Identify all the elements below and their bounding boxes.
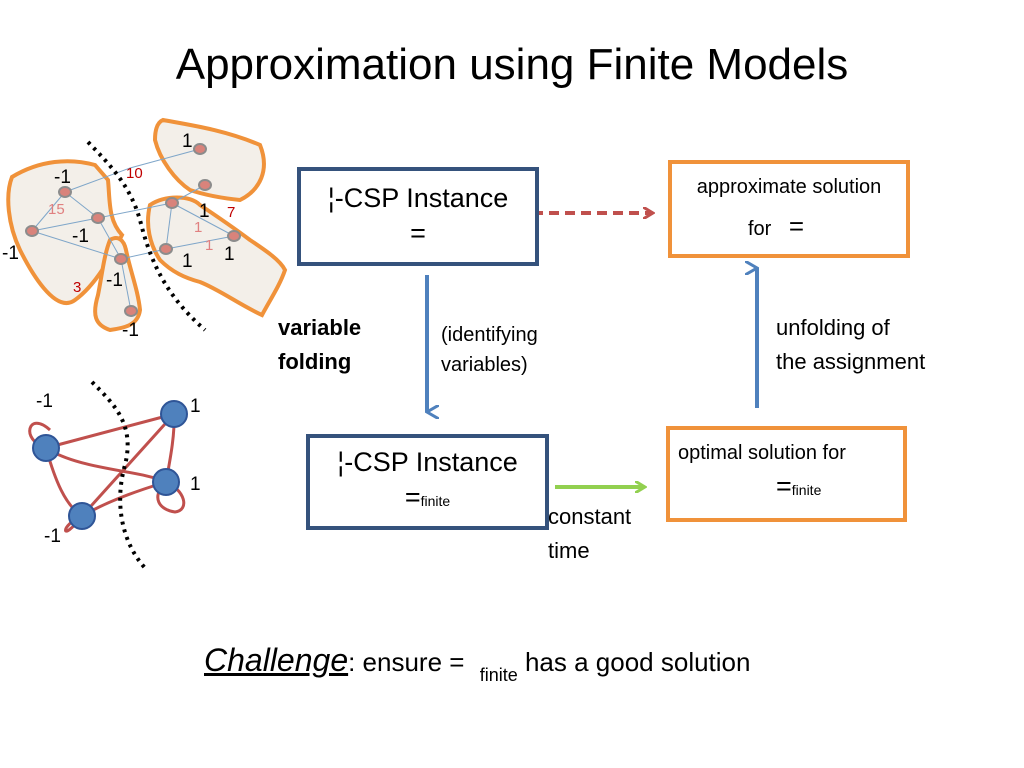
dotted-cut-bottom (90, 380, 147, 570)
slide-title: Approximation using Finite Models (175, 40, 849, 89)
finite-csp-symbol: = (404, 482, 421, 512)
finite-csp-instance-box: ¦-CSP Instance =finite (306, 434, 549, 530)
label: 1 (190, 396, 201, 417)
unfolding-caption: unfolding of the assignment (776, 311, 925, 379)
label: 1 (199, 201, 210, 222)
label: -1 (106, 270, 123, 291)
finite-csp-instance-label: ¦-CSP Instance (337, 447, 518, 477)
label: 1 (182, 251, 193, 272)
approximate-solution-label: approximate solution (696, 176, 882, 198)
variable-folding-caption: variable folding (278, 311, 361, 379)
challenge-word: Challenge (204, 642, 349, 678)
approximate-symbol: = (788, 211, 805, 241)
label: -1 (36, 391, 53, 412)
label: -1 (44, 526, 61, 547)
csp-instance-label: ¦-CSP Instance (327, 183, 509, 213)
optimal-solution-label: optimal solution for (678, 442, 846, 464)
label: 15 (48, 201, 65, 218)
label: 1 (224, 244, 235, 265)
optimal-symbol: = (776, 471, 792, 501)
label: 1 (190, 474, 201, 495)
identifying-variables-caption: (identifying variables) (441, 320, 538, 380)
region-right (146, 195, 288, 318)
challenge-text-1: : ensure = (348, 647, 465, 677)
caption-folding: folding (278, 349, 352, 374)
label: 7 (227, 204, 235, 221)
challenge-subscript: finite (479, 665, 518, 685)
dotted-cut-top (86, 140, 207, 332)
challenge-text-2: has a good solution (524, 647, 751, 677)
caption-unfolding-2: the assignment (776, 349, 926, 374)
label: 1 (194, 219, 202, 236)
optimal-subscript: finite (791, 482, 822, 498)
approximate-solution-box: approximate solution for = (668, 160, 910, 258)
approximate-for-label: for (748, 218, 772, 240)
folded-finite-graph: -1 1 1 -1 (28, 380, 201, 570)
label: -1 (122, 320, 139, 341)
folded-regions-graph: 1 10 -1 15 -1 -1 1 7 1 1 1 1 -1 3 -1 (2, 117, 288, 341)
region-top-right (152, 117, 266, 203)
caption-variable: variable (278, 315, 362, 340)
label: -1 (54, 167, 71, 188)
label: 10 (126, 165, 143, 182)
challenge-statement: Challenge: ensure = finite has a good so… (204, 642, 751, 685)
csp-instance-symbol: = (410, 218, 426, 248)
label: 3 (73, 279, 81, 296)
caption-variables: variables) (441, 354, 528, 376)
csp-instance-box: ¦-CSP Instance = (297, 167, 539, 266)
caption-time: time (548, 538, 590, 563)
constant-time-caption: constant time (548, 500, 631, 568)
caption-identifying: (identifying (441, 324, 538, 346)
label: 1 (182, 131, 193, 152)
finite-subscript: finite (420, 493, 451, 509)
caption-constant: constant (548, 504, 632, 529)
label: -1 (2, 243, 19, 264)
label: -1 (72, 226, 89, 247)
optimal-solution-box: optimal solution for =finite (666, 426, 907, 522)
caption-unfolding-1: unfolding of (776, 315, 890, 340)
label: 1 (205, 237, 213, 254)
